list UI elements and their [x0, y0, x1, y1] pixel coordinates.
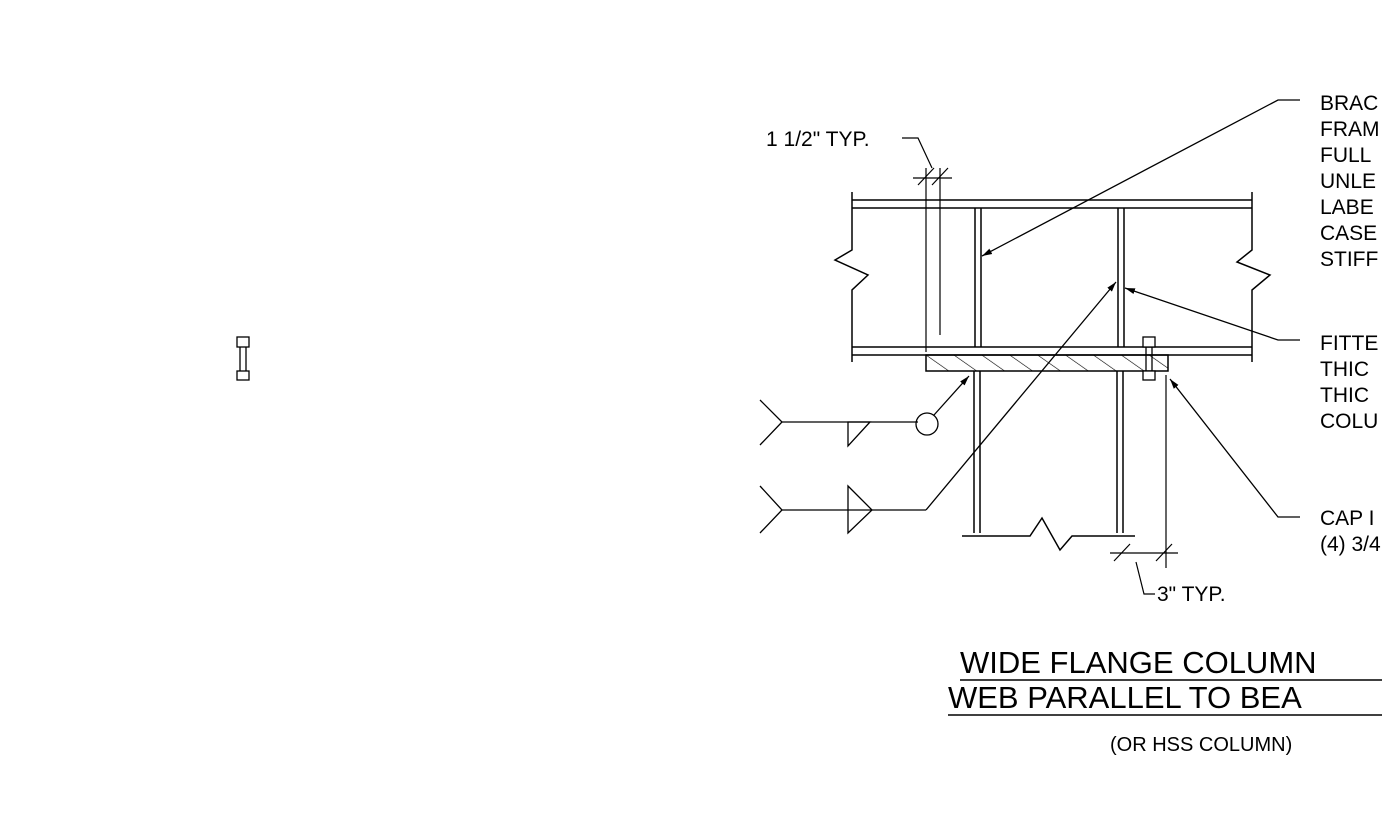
callout-line: COLU [1320, 410, 1378, 433]
cap-plate [925, 354, 1169, 372]
callout-fitted-note: FITTE THIC THIC COLU [1320, 332, 1378, 433]
dimension-label-bottom: 3" TYP. [1157, 583, 1226, 606]
weld-symbol-upper [759, 375, 970, 448]
dimension-top [902, 137, 952, 352]
bolt-left [236, 336, 250, 381]
bolt-right [1142, 336, 1156, 381]
beam-right-break [1235, 192, 1272, 362]
detail-title-line1: WIDE FLANGE COLUMN [960, 645, 1317, 680]
callout-cap-plate-note: CAP I (4) 3/4 [1320, 507, 1381, 556]
callout-line: LABE [1320, 196, 1374, 219]
detail-subtitle: (OR HSS COLUMN) [1110, 734, 1292, 756]
callout-line: UNLE [1320, 170, 1376, 193]
callout-line: THIC [1320, 358, 1369, 381]
weld-symbol-lower [759, 281, 1117, 535]
dimension-label-top: 1 1/2" TYP. [766, 128, 870, 151]
callout-line: FULL [1320, 144, 1371, 167]
callout-line: CASE [1320, 222, 1377, 245]
callout-line: CAP I [1320, 507, 1374, 530]
dimension-bottom [1110, 375, 1178, 595]
leader-lines [981, 99, 1300, 518]
column [962, 371, 1135, 552]
callout-line: STIFF [1320, 248, 1378, 271]
beam [833, 192, 1272, 362]
callout-line: THIC [1320, 384, 1369, 407]
callout-line: BRAC [1320, 92, 1378, 115]
callout-stiffener-note: BRAC FRAM FULL UNLE LABE CASE STIFF [1320, 92, 1380, 271]
callout-line: FRAM [1320, 118, 1380, 141]
callout-line: FITTE [1320, 332, 1378, 355]
column-break [962, 516, 1135, 552]
callout-line: (4) 3/4 [1320, 533, 1381, 556]
beam-left-break [833, 192, 870, 362]
detail-title-line2: WEB PARALLEL TO BEA [948, 680, 1302, 715]
